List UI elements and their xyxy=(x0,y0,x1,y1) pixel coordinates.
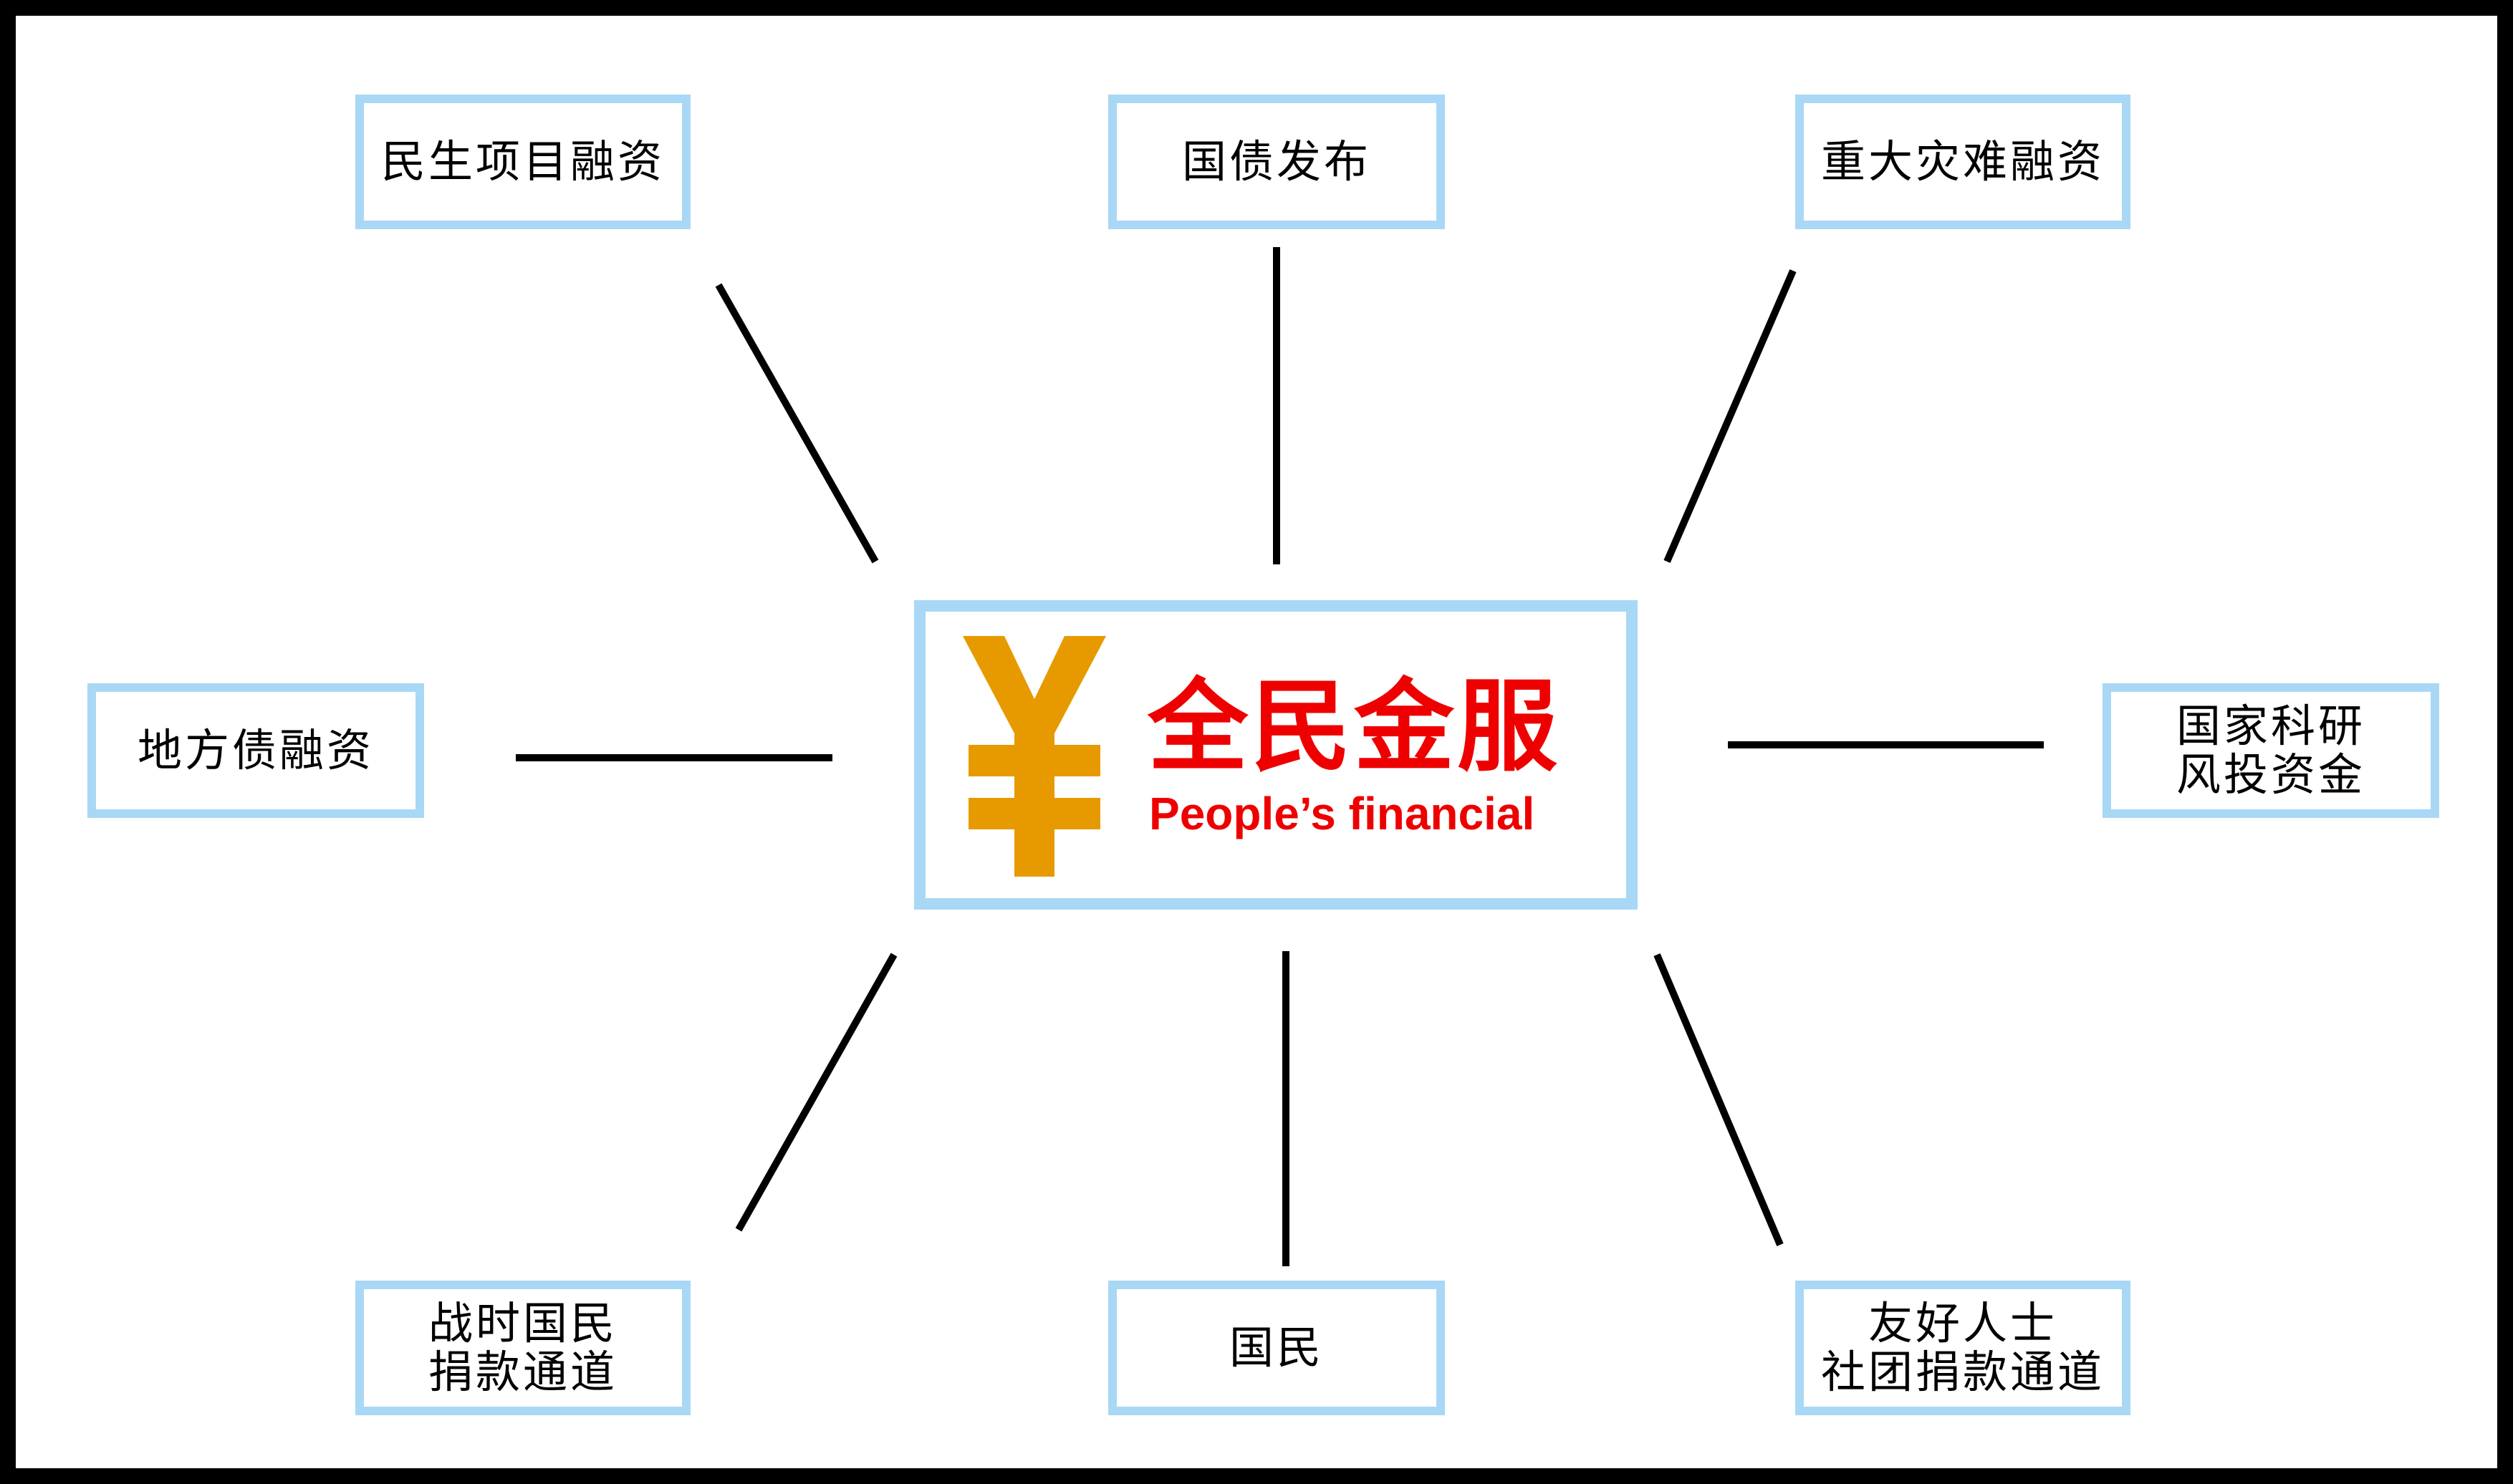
node-top-right[interactable]: 重大灾难融资 xyxy=(1795,95,2130,229)
node-bottom-right[interactable]: 友好人士 社团捐款通道 xyxy=(1795,1281,2130,1415)
node-bottom-center[interactable]: 国民 xyxy=(1108,1281,1445,1415)
node-label: 国民 xyxy=(1229,1321,1324,1374)
connector-bottom-right xyxy=(1653,953,1784,1246)
node-top-center[interactable]: 国债发布 xyxy=(1108,95,1445,229)
node-label-line-2: 捐款通道 xyxy=(428,1346,618,1398)
yen-icon xyxy=(963,636,1106,877)
node-top-left[interactable]: 民生项目融资 xyxy=(355,95,691,229)
node-middle-right[interactable]: 国家科研 风投资金 xyxy=(2103,683,2439,818)
connector-top-left xyxy=(715,283,879,564)
node-label: 民生项目融资 xyxy=(380,135,665,188)
node-label: 地方债融资 xyxy=(137,723,374,776)
node-label-line-2: 社团捐款通道 xyxy=(1820,1346,2105,1398)
node-label-line-1: 友好人士 xyxy=(1868,1296,2057,1349)
hub-title: 全民金服 xyxy=(1148,669,1561,786)
node-label-line-1: 战时国民 xyxy=(428,1296,618,1349)
hub-subtitle: People’s financial xyxy=(1149,788,1535,839)
central-hub: 全民金服 People’s financial xyxy=(914,600,1638,910)
node-label-line-1: 国家科研 xyxy=(2176,699,2365,752)
connector-top-right xyxy=(1663,269,1797,563)
node-middle-left[interactable]: 地方债融资 xyxy=(87,683,424,818)
connector-bottom-left xyxy=(735,953,898,1232)
node-label-line-2: 风投资金 xyxy=(2176,748,2365,801)
node-bottom-left[interactable]: 战时国民 捐款通道 xyxy=(355,1281,691,1415)
node-label: 重大灾难融资 xyxy=(1820,135,2105,188)
node-label: 国债发布 xyxy=(1181,135,1371,188)
